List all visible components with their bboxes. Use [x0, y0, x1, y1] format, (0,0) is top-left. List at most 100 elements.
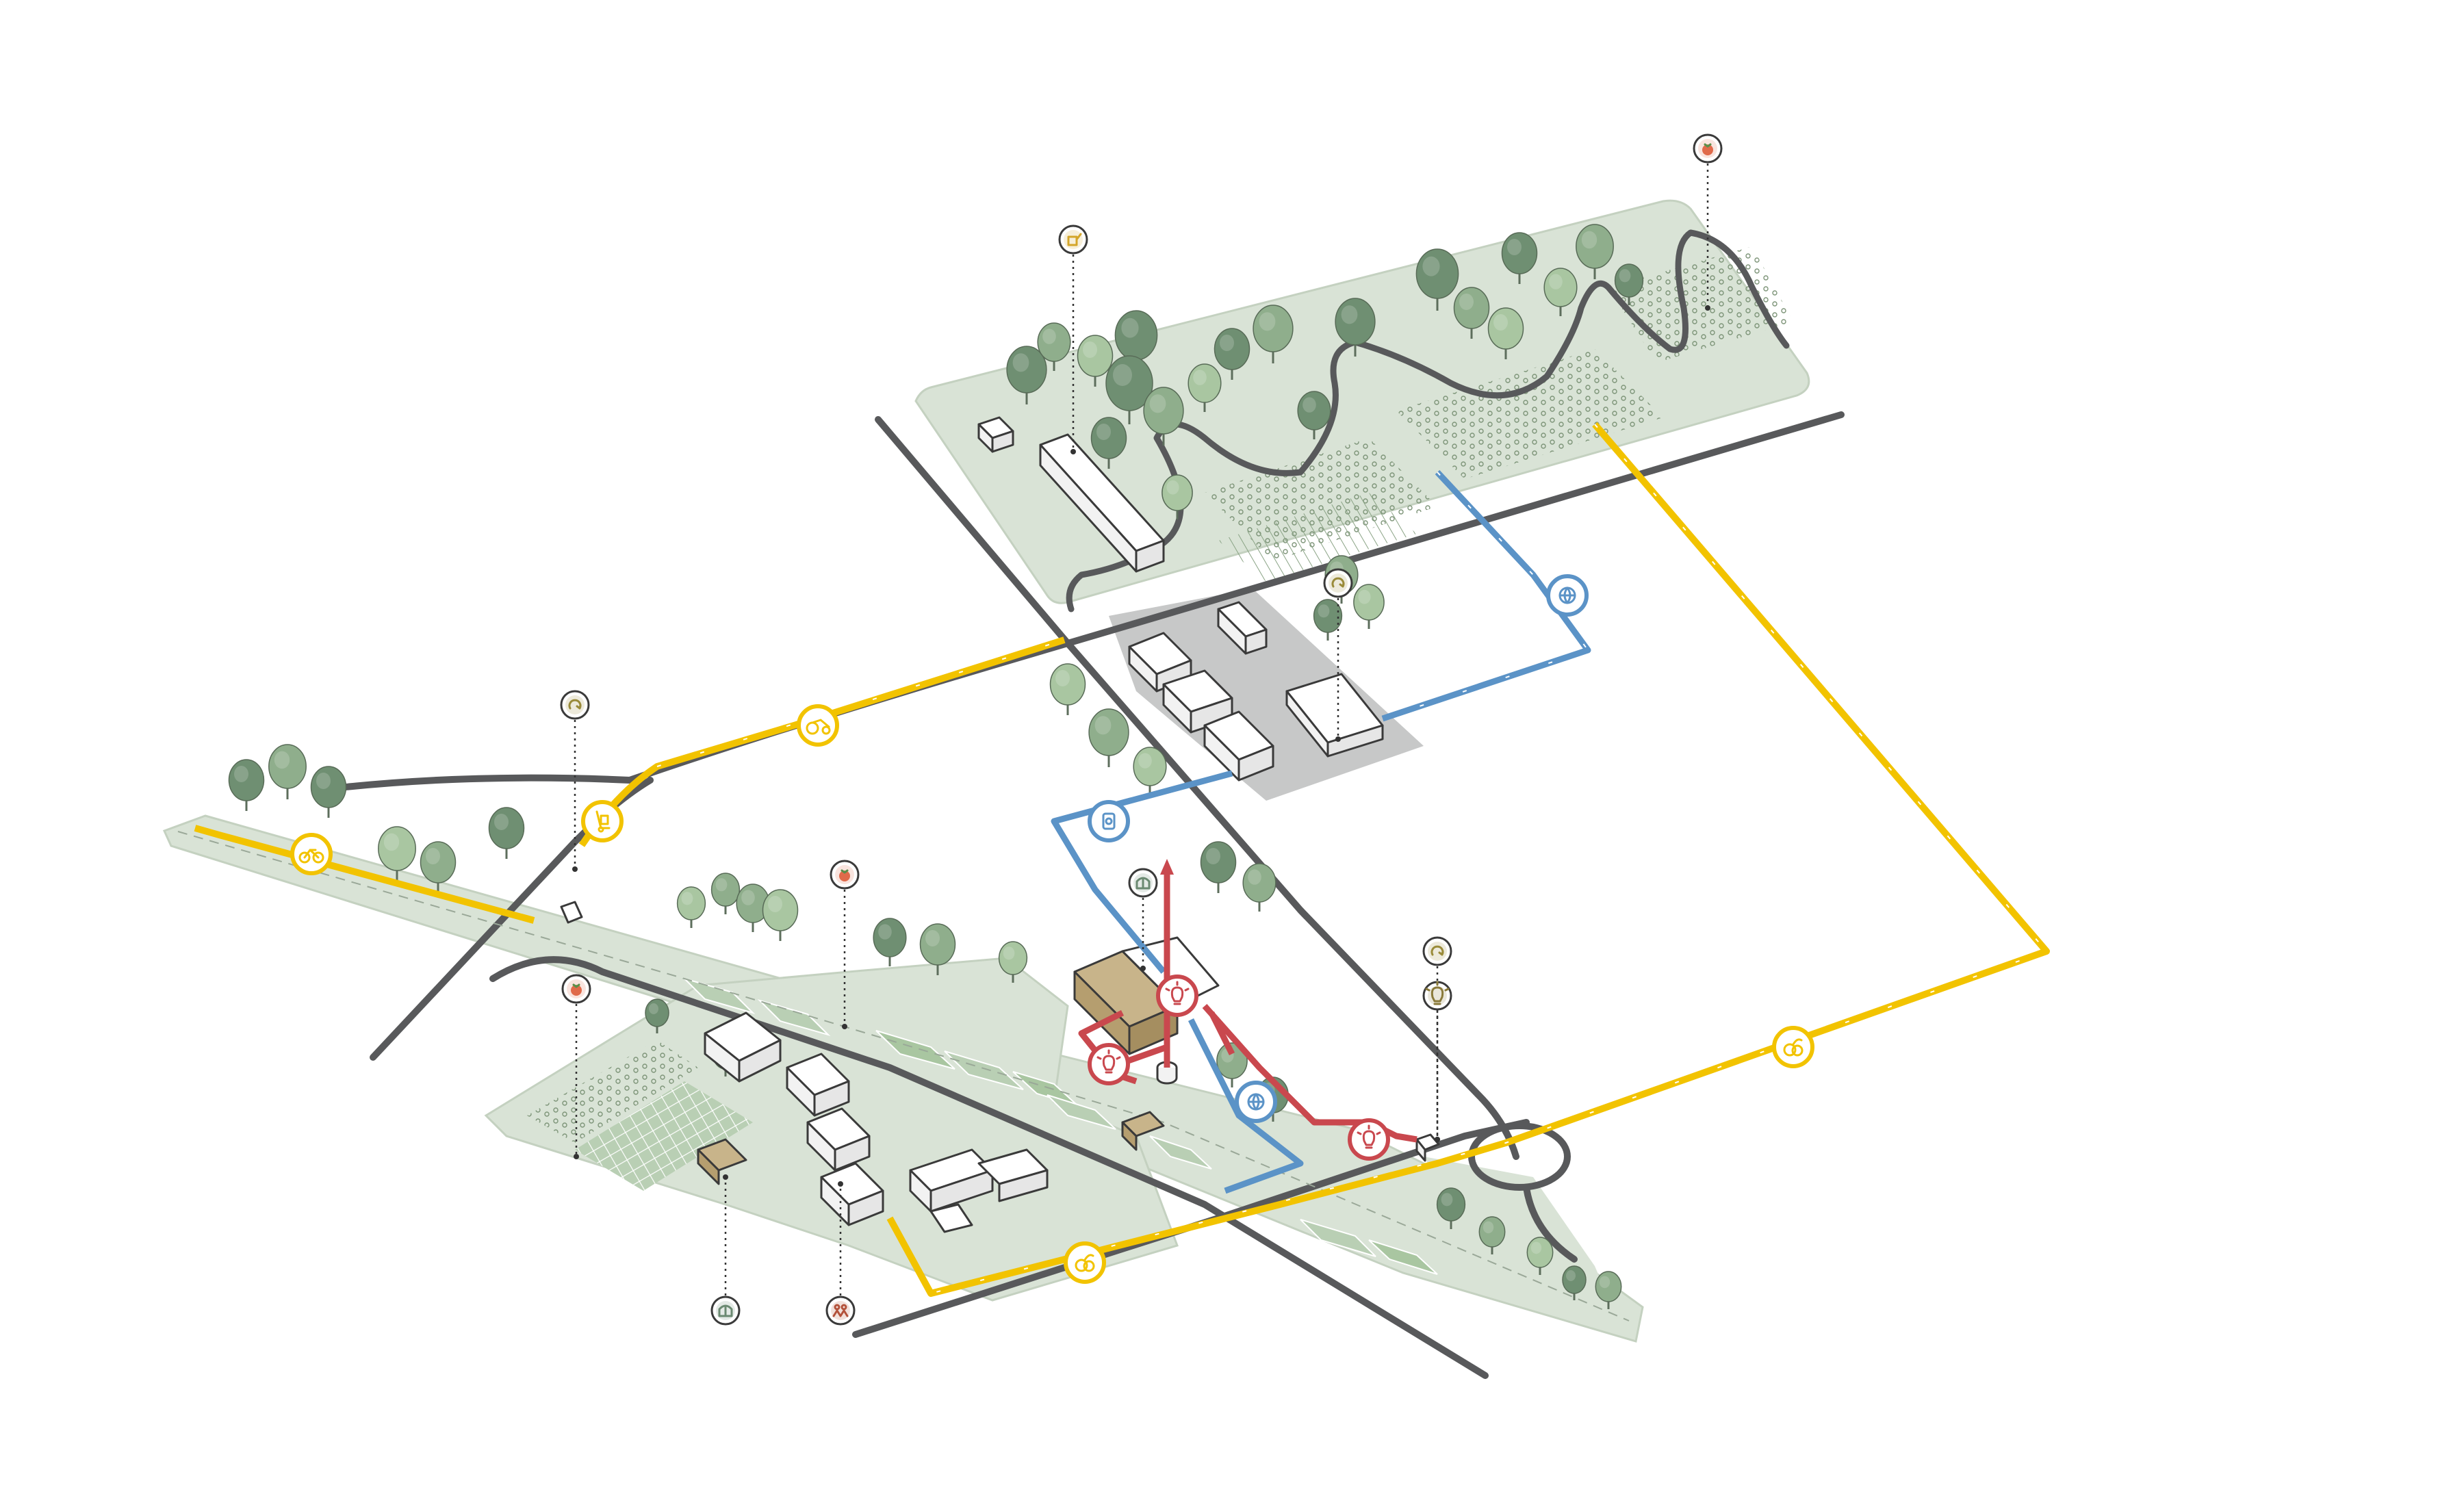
tree [1353, 584, 1385, 629]
tree [762, 889, 799, 941]
tree [1200, 841, 1237, 893]
red-route-badge [1088, 1043, 1130, 1085]
tree [310, 766, 347, 818]
tree [1105, 355, 1153, 424]
callout-marker [1693, 133, 1723, 311]
roundabout [1468, 1122, 1571, 1191]
tree [488, 807, 525, 859]
roundabout-exit-south [1523, 1184, 1578, 1263]
tree [420, 841, 457, 893]
tree [1543, 268, 1578, 316]
tree [1214, 328, 1250, 380]
yellow-route-badge [290, 833, 333, 875]
diagonal-road-north-south [875, 416, 1519, 1160]
tree [1188, 363, 1222, 412]
callout-marker [1323, 568, 1353, 742]
tree [1090, 417, 1127, 469]
recycle-icon [568, 699, 582, 710]
tree [1162, 474, 1193, 519]
red-arrow-head [1160, 859, 1174, 875]
blue-route-badge [1088, 800, 1130, 842]
tree [378, 826, 416, 881]
tree [1313, 599, 1343, 641]
tree [1133, 747, 1167, 795]
south-curve-road [489, 956, 1489, 1379]
blue-route-badge [1546, 574, 1589, 617]
tree [1526, 1237, 1554, 1275]
yellow-route-badge [581, 800, 624, 842]
route-badges [290, 574, 1814, 1284]
yellow-route-badge [1064, 1241, 1106, 1284]
tree [1037, 322, 1071, 371]
tree [1006, 346, 1047, 404]
callout-marker [1058, 224, 1088, 454]
small-shed-north [977, 416, 1014, 453]
red-route-badge [1156, 975, 1198, 1017]
tomato-icon [839, 869, 850, 881]
tree [1436, 1187, 1466, 1229]
lightbulb-icon [1425, 981, 1450, 1005]
recycle-icon [1430, 945, 1444, 956]
lightbulb-icon [1165, 981, 1190, 1005]
lightbulb-icon [1357, 1124, 1381, 1149]
callout-marker [710, 1174, 741, 1326]
tree [873, 918, 907, 966]
long-barn [1039, 433, 1165, 573]
tree [1478, 1216, 1506, 1254]
tree [710, 873, 741, 914]
greenhouse-icon [1135, 877, 1151, 890]
north-loop-path [1066, 229, 1790, 612]
callout-marker [825, 1181, 856, 1326]
hand-truck-icon [595, 810, 611, 833]
tree [1576, 224, 1614, 279]
tractor-icon [806, 719, 831, 735]
bicycle-icon [298, 849, 324, 864]
can-icon [1102, 812, 1116, 830]
tree [228, 759, 265, 811]
tree [1595, 1271, 1622, 1309]
watering-can-icon [1067, 233, 1082, 246]
tree [1077, 335, 1114, 387]
tree [1614, 263, 1644, 305]
tomato-icon [1702, 143, 1713, 155]
callout-marker [830, 860, 860, 1029]
tomato-icon [571, 983, 582, 996]
tree [919, 923, 956, 975]
tree [676, 886, 706, 928]
buildings [560, 416, 1440, 1233]
tree [1088, 708, 1129, 767]
tree [1453, 287, 1490, 339]
lightbulb-icon [1096, 1049, 1121, 1074]
tree [1562, 1265, 1587, 1300]
callout-marker [1422, 981, 1452, 1142]
globe-icon [1247, 1093, 1265, 1111]
red-route-badge [1348, 1118, 1390, 1161]
tree [645, 998, 669, 1033]
tree [1049, 663, 1086, 715]
grid-field-south-lines [575, 1081, 753, 1191]
tree [1253, 305, 1294, 363]
yellow-route-badge [1772, 1026, 1814, 1068]
tree [1487, 307, 1524, 359]
recycle-icon [1331, 577, 1345, 588]
allotment-strip [682, 977, 1438, 1275]
tree [1297, 391, 1331, 439]
tree [1242, 863, 1276, 912]
globe-icon [1558, 586, 1576, 604]
greenhouse-icon [718, 1304, 733, 1317]
crop-field-north-2 [1396, 349, 1663, 479]
people-icon [832, 1304, 849, 1317]
industrial-buildings [1128, 601, 1384, 782]
kiosk-east [1415, 1133, 1440, 1162]
row-field-north [1218, 493, 1417, 582]
crop-field-south [527, 1040, 698, 1143]
fruit-icon [1783, 1038, 1804, 1057]
tree [1335, 298, 1376, 357]
village-buildings [560, 901, 1049, 1233]
callout-marker [560, 690, 590, 872]
pedestrian-path [177, 831, 1630, 1321]
tree [1143, 387, 1184, 446]
callout-marker [1128, 868, 1158, 971]
